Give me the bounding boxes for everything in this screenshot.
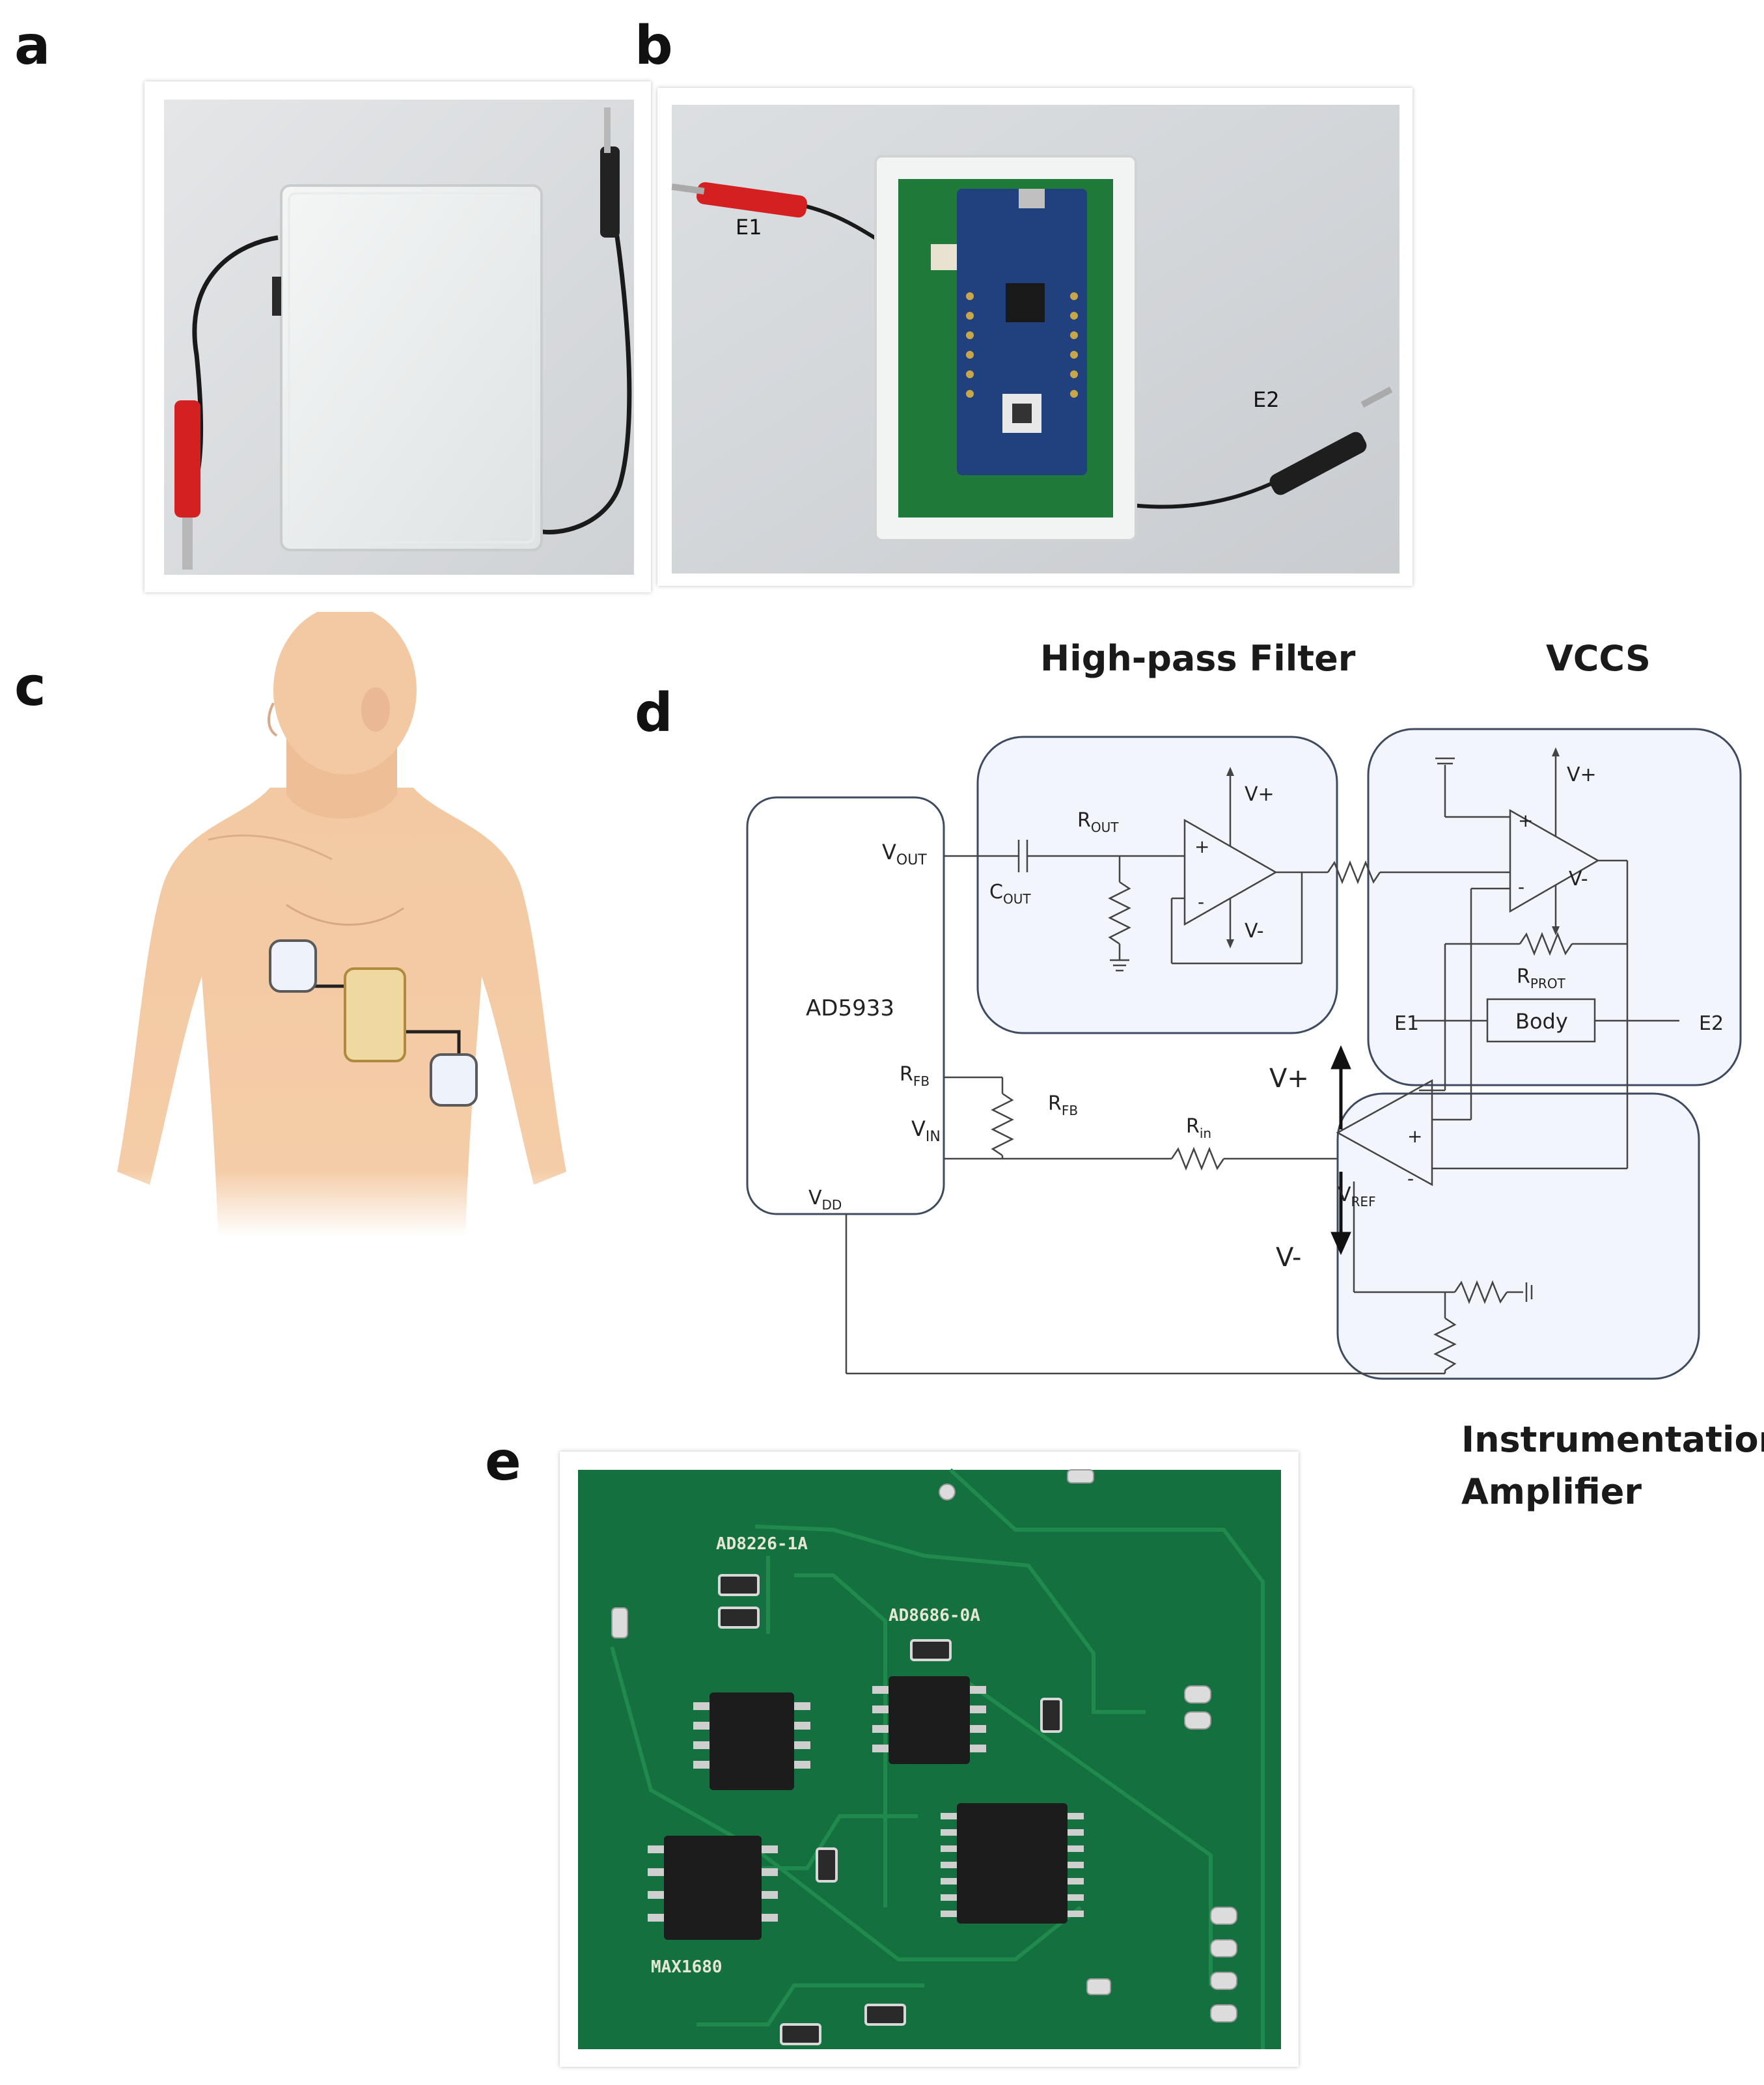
- panel-label-e: e: [485, 1431, 521, 1493]
- vccs-minus: -: [1518, 876, 1524, 898]
- rfb-pin-label: RFB: [900, 1063, 930, 1089]
- hpf-plus: +: [1194, 836, 1209, 857]
- ia-minus: -: [1407, 1168, 1414, 1189]
- circuit-schematic: High-pass Filter VCCS Instrumentation Am…: [716, 625, 1764, 1536]
- photo-enclosure-closed: [145, 81, 651, 592]
- vdd-label: VDD: [808, 1187, 842, 1213]
- hpf-vminus: V-: [1245, 920, 1264, 943]
- pcb-label-ic1: AD8226-1A: [716, 1534, 808, 1554]
- body-illustration: [111, 612, 644, 1237]
- vccs-vplus: V+: [1567, 764, 1597, 786]
- vccs-title: VCCS: [1546, 638, 1651, 679]
- vccs-block: [1367, 728, 1742, 1086]
- hpf-minus: -: [1198, 891, 1204, 913]
- panel-label-b: b: [635, 15, 673, 77]
- device-pad: [344, 967, 406, 1062]
- ia-vplus: V+: [1269, 1064, 1309, 1094]
- rprot-label: RPROT: [1517, 965, 1566, 991]
- electrode-pad-right: [430, 1053, 478, 1107]
- hpf-vplus: V+: [1245, 783, 1275, 806]
- rin-label: Rin: [1186, 1115, 1211, 1141]
- e2-label: E2: [1699, 1012, 1724, 1035]
- vccs-plus: +: [1518, 810, 1533, 831]
- pcb-label-ic2: AD8686-0A: [889, 1606, 980, 1625]
- photo-b-e2-label: E2: [1253, 387, 1280, 412]
- pcb-label-ic3: MAX1680: [651, 1957, 723, 1977]
- cout-label: COUT: [989, 881, 1031, 907]
- rout-label: ROUT: [1077, 809, 1119, 835]
- ia-vminus: V-: [1276, 1243, 1301, 1273]
- ia-title-2: Amplifier: [1461, 1471, 1642, 1512]
- panel-label-d: d: [635, 682, 673, 744]
- panel-label-a: a: [14, 15, 51, 77]
- panel-label-c: c: [14, 656, 46, 718]
- vout-label: VOUT: [882, 840, 927, 868]
- hpf-block: [976, 736, 1338, 1034]
- ia-title-1: Instrumentation: [1461, 1419, 1764, 1460]
- ia-plus: +: [1407, 1125, 1422, 1147]
- hpf-title: High-pass Filter: [1040, 638, 1356, 679]
- body-label: Body: [1515, 1009, 1568, 1034]
- ia-block: [1336, 1092, 1700, 1380]
- rfb-label: RFB: [1048, 1092, 1078, 1118]
- electrode-pad-left: [269, 939, 317, 993]
- photo-enclosure-open: E1 E2: [657, 88, 1413, 586]
- vccs-vminus: V-: [1569, 868, 1588, 891]
- e1-label: E1: [1394, 1012, 1419, 1035]
- chip-label: AD5933: [806, 995, 894, 1021]
- vref-label: VREF: [1338, 1183, 1376, 1209]
- pcb-photo: AD8226-1A AD8686-0A MAX1680: [560, 1452, 1299, 2067]
- photo-b-e1-label: E1: [736, 215, 762, 240]
- vin-label: VIN: [911, 1116, 941, 1145]
